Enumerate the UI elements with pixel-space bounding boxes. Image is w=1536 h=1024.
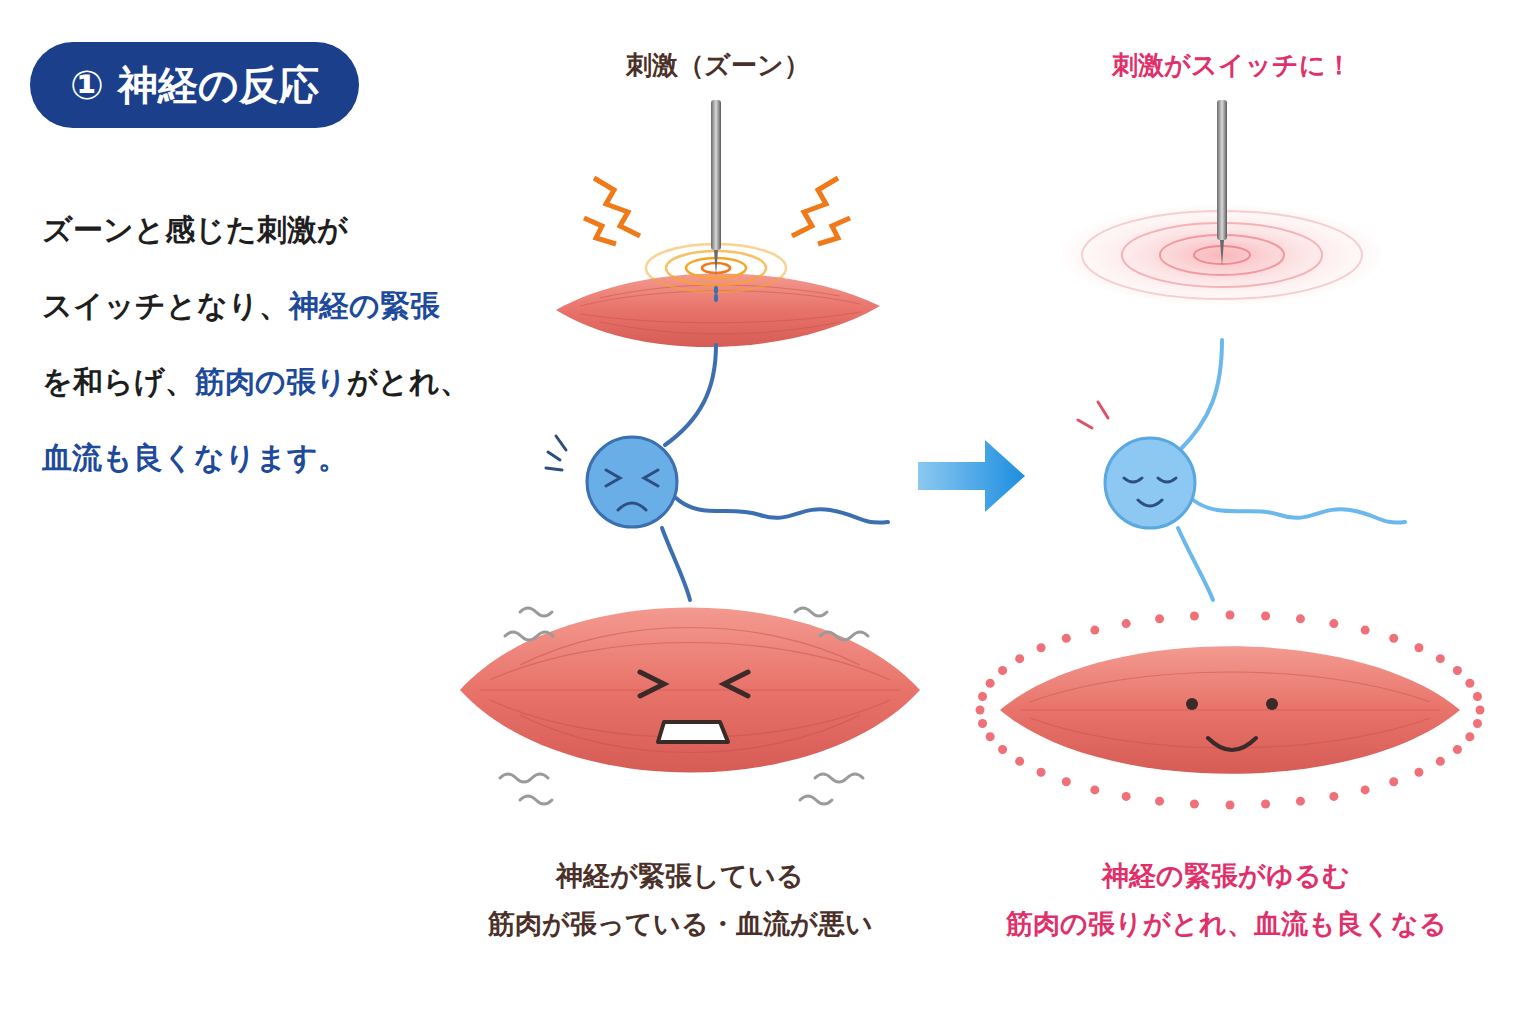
blood-flow-dot [1389,777,1398,786]
nerve-cell [1105,438,1195,528]
blood-flow-dot [1261,800,1270,809]
blood-flow-dot [1476,706,1485,715]
description-text: ズーンと感じた刺激がスイッチとなり、神経の緊張を和らげ、筋肉の張りがとれ、血流も… [42,192,532,496]
blood-flow-dot [978,719,987,728]
blood-flow-dot [998,666,1007,675]
blood-flow-dot [1361,785,1370,794]
blood-flow-dot [1473,719,1482,728]
blood-flow-dot [1261,611,1270,620]
description-segment: 血流も良くなります。 [42,440,348,475]
blood-flow-dot [1190,611,1199,620]
blood-flow-dot [1090,626,1099,635]
blood-flow-dot [1329,792,1338,801]
blood-flow-dot [1226,611,1235,620]
blood-flow-dots [976,611,1485,810]
blood-flow-dot [1296,797,1305,806]
caption-line: 神経の緊張がゆるむ [1102,858,1350,894]
blood-flow-dot [1015,654,1024,663]
blood-flow-dot [998,745,1007,754]
blood-flow-dot [1155,797,1164,806]
blood-flow-dot [1062,634,1071,643]
left-panel [460,100,920,804]
description-segment: ズーンと感じた刺激が [42,212,348,247]
blood-flow-dot [1155,614,1164,623]
transition-arrow [918,440,1025,512]
blood-flow-dot [1465,732,1474,741]
blood-flow-dot [1122,619,1131,628]
blood-flow-dot [1361,626,1370,635]
nerve-cell [587,437,677,527]
blood-flow-dot [1062,777,1071,786]
caption-line: 神経が緊張している [556,858,804,894]
stimulus-heading: 刺激がスイッチに！ [1112,48,1352,83]
blood-flow-dot [1296,614,1305,623]
blood-flow-dot [1465,679,1474,688]
blood-flow-dot [1037,768,1046,777]
tremor-lines [500,608,868,804]
blood-flow-dot [1226,801,1235,810]
blood-flow-dot [1436,654,1445,663]
muscle [460,608,920,773]
needle [1217,100,1227,240]
blood-flow-dot [976,706,985,715]
description-segment: 筋肉の張り [195,364,347,399]
blood-flow-dot [1329,619,1338,628]
description-segment: を和らげ、 [42,364,195,399]
blood-flow-dot [1090,785,1099,794]
muscle [1000,646,1460,774]
needle [711,100,721,250]
blood-flow-dot [1436,757,1445,766]
nerve [662,288,888,600]
blood-flow-dot [1414,768,1423,777]
stimulus-heading: 刺激（ズーン） [626,48,810,83]
right-panel [976,100,1485,810]
blood-flow-dot [1389,634,1398,643]
caption-line: 筋肉が張っている・血流が悪い [488,906,873,942]
title-pill: ① 神経の反応 [30,42,359,128]
nerve [1178,340,1405,600]
blood-flow-dot [986,732,995,741]
blood-flow-dot [1190,800,1199,809]
description-segment: がとれ、 [347,364,470,399]
blood-flow-dot [1453,745,1462,754]
stimulus-rings [646,244,786,292]
face [640,672,748,696]
caption-line: 筋肉の張りがとれ、血流も良くなる [1006,906,1447,942]
blood-flow-dot [978,692,987,701]
blood-flow-dot [986,679,995,688]
blood-flow-dot [1015,757,1024,766]
blood-flow-dot [1122,792,1131,801]
blood-flow-dot [1473,692,1482,701]
description-segment: スイッチとなり、 [42,288,289,323]
blood-flow-dot [1037,643,1046,652]
blood-flow-dot [1414,643,1423,652]
blood-flow-dot [1453,666,1462,675]
description-segment: 神経の緊張 [289,288,440,323]
